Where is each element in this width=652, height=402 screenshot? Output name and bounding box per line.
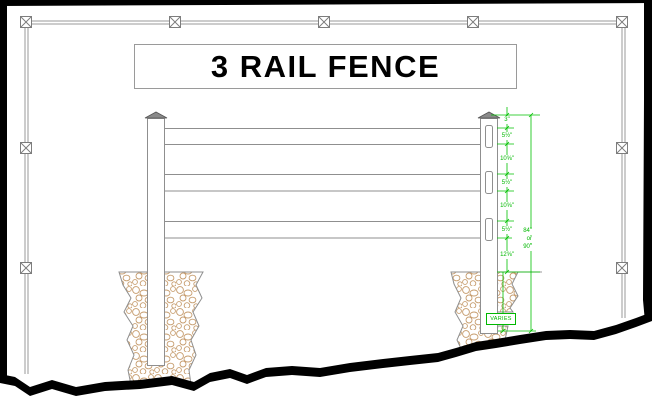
sheet-edge-left [0, 0, 7, 379]
dimension-label: 5½" [500, 132, 514, 140]
dimension-label: 10⅝" [499, 155, 515, 163]
rail-slot [485, 171, 493, 194]
dimension-label: 3" [503, 116, 511, 124]
dimension-label: 12⅝" [499, 251, 515, 259]
below-tear-background [0, 321, 652, 402]
border-lines [24, 20, 626, 374]
sheet-edge-top [0, 0, 652, 6]
title-box: 3 RAIL FENCE [134, 44, 517, 89]
rails [164, 128, 481, 239]
sheet-edge-right [643, 0, 652, 322]
overall-dimension-label: 90" [512, 244, 532, 251]
fence-post-marker-icon [20, 16, 32, 28]
fence-post-marker-icon [20, 262, 32, 274]
dimension-label: 5½" [500, 226, 514, 234]
fence-post-markers [20, 16, 628, 274]
fence-post-marker-icon [318, 16, 330, 28]
varies-label: VARIES [490, 316, 512, 322]
overall-dimension-label: 84" [512, 228, 532, 235]
fence-post-marker-icon [616, 142, 628, 154]
post-left [147, 118, 165, 366]
fence-post-marker-icon [616, 262, 628, 274]
rail-bottom [164, 221, 481, 239]
fence-post-marker-icon [467, 16, 479, 28]
dimension-ticks [500, 112, 534, 334]
rail-middle [164, 174, 481, 192]
rail-slots [485, 125, 493, 241]
fence-post-marker-icon [169, 16, 181, 28]
drawing-title: 3 RAIL FENCE [210, 48, 441, 84]
dimension-label: 10⅝" [499, 202, 515, 210]
dimension-label: 5½" [500, 179, 514, 187]
post-cap-left-icon [144, 111, 168, 119]
fence-post-marker-icon [20, 142, 32, 154]
varies-label-box: VARIES [486, 313, 516, 325]
rail-slot [485, 125, 493, 148]
overall-dimension-label: or [512, 236, 532, 243]
rail-slot [485, 218, 493, 241]
rail-top [164, 128, 481, 145]
fence-post-marker-icon [616, 16, 628, 28]
